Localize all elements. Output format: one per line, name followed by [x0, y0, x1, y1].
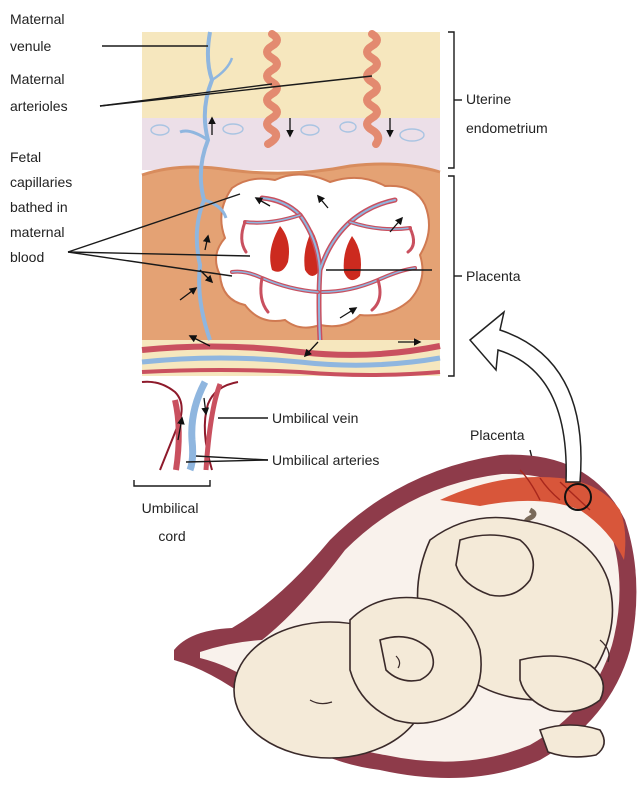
intervillous-space [216, 174, 429, 327]
label-line: Uterine [466, 91, 511, 107]
label-placenta-fetus: Placenta [470, 427, 525, 443]
label-line: Umbilical [142, 500, 199, 516]
label-line: Maternal [10, 71, 64, 87]
label-line: Maternal [10, 11, 64, 27]
label-line: venule [10, 38, 51, 54]
label-line: arterioles [10, 98, 68, 114]
label-umbilical-vein: Umbilical vein [272, 410, 358, 426]
uterus-with-fetus [174, 312, 636, 778]
label-umbilical-cord: Umbilical cord [142, 500, 203, 544]
label-placenta-right: Placenta [466, 268, 521, 284]
magnified-block [142, 32, 440, 470]
label-maternal-arterioles: Maternal arterioles [10, 71, 68, 114]
label-line: endometrium [466, 120, 548, 136]
label-line: Fetal [10, 149, 41, 165]
label-line: maternal [10, 224, 64, 240]
label-line: cord [158, 528, 185, 544]
label-line: bathed in [10, 199, 68, 215]
label-umbilical-arteries: Umbilical arteries [272, 452, 379, 468]
umbilical-cord-segment [142, 382, 238, 470]
label-line: capillaries [10, 174, 72, 190]
label-fetal-capillaries: Fetal capillaries bathed in maternal blo… [10, 149, 76, 265]
label-line: blood [10, 249, 44, 265]
label-maternal-venule: Maternal venule [10, 11, 68, 54]
label-uterine-endometrium: Uterine endometrium [466, 91, 548, 136]
